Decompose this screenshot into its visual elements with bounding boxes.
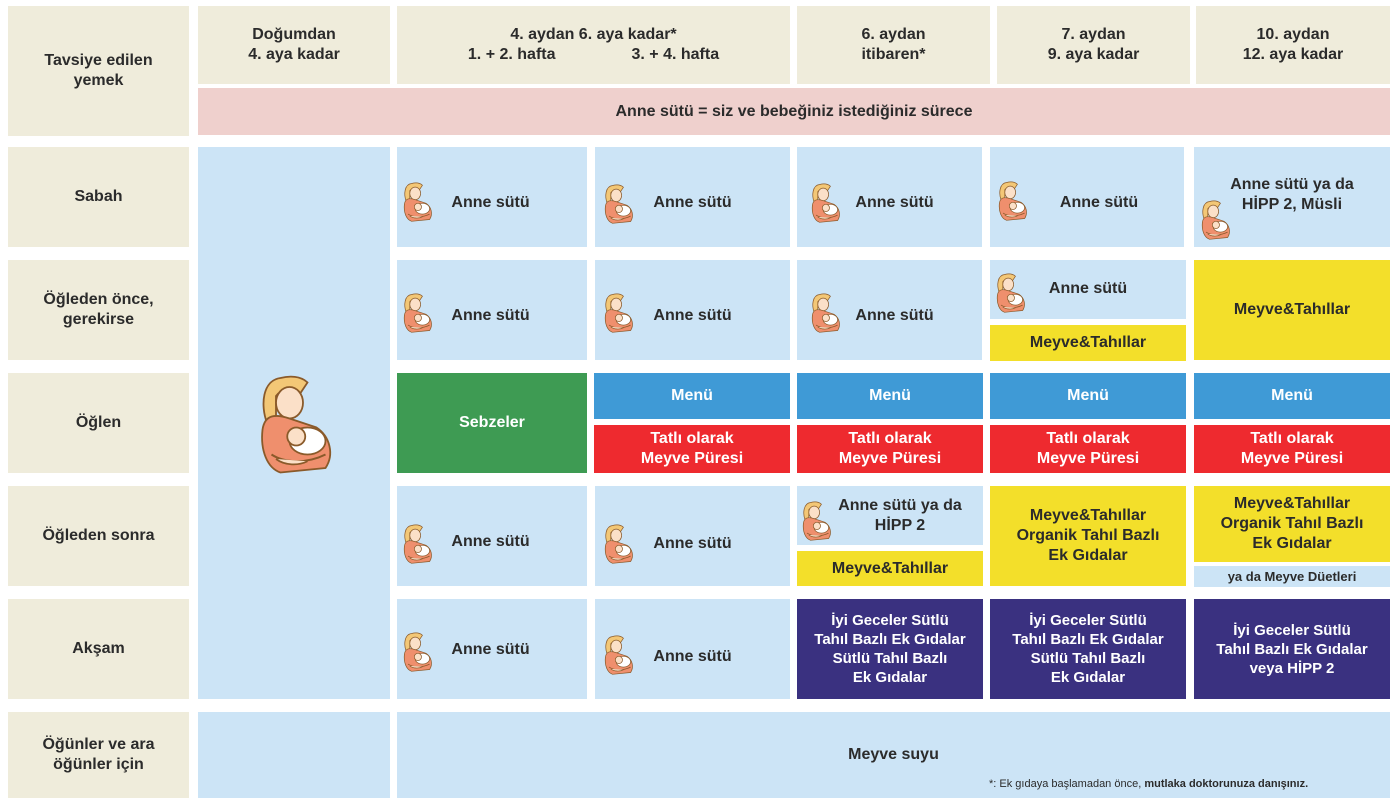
breastfeeding-mother-icon	[399, 290, 435, 335]
cell-sabah-from-6-months: Anne sütü	[797, 147, 982, 247]
cell-ogleden-sonra-weeks-3-4: Anne sütü	[595, 486, 790, 586]
column-header-10-to-12-months: 10. aydan 12. aya kadar	[1196, 6, 1390, 84]
cell-sabah-7-to-9-months: Anne sütü	[990, 147, 1184, 247]
row-label-ara-ogunler: Öğünler ve ara öğünler için	[8, 712, 189, 798]
cell-text: Anne sütü	[855, 194, 934, 211]
column-header-birth-to-4-months: Doğumdan 4. aya kadar	[198, 6, 390, 84]
cell-sabah-weeks-3-4: Anne sütü	[595, 147, 790, 247]
breastfeeding-mother-icon	[249, 369, 339, 477]
cell-ogleden-sonra-from-6-months: Anne sütü ya da HİPP 2	[797, 486, 983, 545]
cell-oglen-tatli-weeks-3-4: Tatlı olarak Meyve Püresi	[594, 425, 790, 473]
row-label-oglen: Öğlen	[8, 373, 189, 473]
cell-aksam-weeks-3-4: Anne sütü	[595, 599, 790, 699]
column-header-4-to-6-months: 4. aydan 6. aya kadar* 1. + 2. hafta 3. …	[397, 6, 790, 84]
breastfeeding-mother-icon	[994, 178, 1030, 223]
cell-ogleden-sonra-10-to-12-duetler: ya da Meyve Düetleri	[1194, 566, 1390, 587]
breastfeeding-mother-icon	[807, 180, 843, 225]
cell-text: Anne sütü	[653, 535, 732, 552]
breastfeeding-mother-icon	[399, 521, 435, 566]
cell-text: Anne sütü	[451, 307, 530, 324]
breastfeeding-mother-icon	[807, 290, 843, 335]
column-header-4-to-6-title: 4. aydan 6. aya kadar*	[510, 26, 677, 43]
cell-oglen-tatli-7-to-9-months: Tatlı olarak Meyve Püresi	[990, 425, 1186, 473]
footnote: *: Ek gıdaya başlamadan önce, mutlaka do…	[989, 778, 1308, 790]
cell-text: Anne sütü	[451, 194, 530, 211]
breastfeeding-mother-icon	[600, 181, 636, 226]
breastfeeding-only-panel	[198, 147, 390, 699]
cell-ogleden-once-weeks-3-4: Anne sütü	[595, 260, 790, 360]
column-header-7-to-9-months: 7. aydan 9. aya kadar	[997, 6, 1190, 84]
cell-ogleden-sonra-from-6-meyve: Meyve&Tahıllar	[797, 551, 983, 586]
cell-ogleden-once-7-to-9-meyve: Meyve&Tahıllar	[990, 325, 1186, 361]
header-corner: Tavsiye edilen yemek	[8, 6, 189, 136]
cell-sabah-10-to-12-months: Anne sütü ya da HİPP 2, Müsli	[1194, 147, 1390, 247]
cell-oglen-sebzeler: Sebzeler	[397, 373, 587, 473]
breastfeeding-mother-icon	[399, 629, 435, 674]
breastfeeding-mother-icon	[600, 290, 636, 335]
cell-text: Anne sütü	[653, 307, 732, 324]
cell-ogleden-sonra-10-to-12-meyve-organik: Meyve&Tahıllar Organik Tahıl Bazlı Ek Gı…	[1194, 486, 1390, 562]
column-header-weeks-1-2: 1. + 2. hafta	[467, 46, 556, 63]
cell-ogleden-once-7-to-9-months: Anne sütü	[990, 260, 1186, 319]
cell-aksam-weeks-1-2: Anne sütü	[397, 599, 587, 699]
breastfeeding-mother-icon	[600, 521, 636, 566]
column-header-weeks-3-4: 3. + 4. hafta	[631, 46, 720, 63]
cell-oglen-menu-10-to-12-months: Menü	[1194, 373, 1390, 419]
cell-text: Anne sütü	[1048, 279, 1128, 297]
cell-text: Anne sütü ya da HİPP 2, Müsli	[1230, 176, 1354, 213]
cell-text: Anne sütü	[653, 648, 732, 665]
row-label-ogleden-once: Öğleden önce, gerekirse	[8, 260, 189, 360]
cell-oglen-tatli-from-6-months: Tatlı olarak Meyve Püresi	[797, 425, 983, 473]
cell-aksam-7-to-9-months: İyi Geceler Sütlü Tahıl Bazlı Ek Gıdalar…	[990, 599, 1186, 699]
cell-ogleden-once-weeks-1-2: Anne sütü	[397, 260, 587, 360]
cell-sabah-weeks-1-2: Anne sütü	[397, 147, 587, 247]
footnote-bold: mutlaka doktorunuza danışınız.	[1144, 778, 1309, 790]
cell-text: Anne sütü	[653, 194, 732, 211]
cell-oglen-menu-weeks-3-4: Menü	[594, 373, 790, 419]
cell-text: Anne sütü	[451, 533, 530, 550]
column-header-from-6-months: 6. aydan itibaren*	[797, 6, 990, 84]
cell-ogleden-once-10-to-12-meyve: Meyve&Tahıllar	[1194, 260, 1390, 360]
row-label-sabah: Sabah	[8, 147, 189, 247]
breastfeeding-banner: Anne sütü = siz ve bebeğiniz istediğiniz…	[198, 88, 1390, 135]
footnote-prefix: *: Ek gıdaya başlamadan önce,	[989, 778, 1145, 790]
breastfeeding-mother-icon	[399, 179, 435, 224]
cell-text: Anne sütü ya da HİPP 2	[838, 496, 962, 534]
cell-ogleden-sonra-weeks-1-2: Anne sütü	[397, 486, 587, 586]
cell-ogleden-once-from-6-months: Anne sütü	[797, 260, 982, 360]
breastfeeding-mother-icon	[1197, 197, 1233, 242]
cell-text: Anne sütü	[855, 307, 934, 324]
breastfeeding-mother-icon	[600, 632, 636, 677]
cell-ogleden-sonra-7-to-9-meyve-organik: Meyve&Tahıllar Organik Tahıl Bazlı Ek Gı…	[990, 486, 1186, 586]
cell-aksam-from-6-months: İyi Geceler Sütlü Tahıl Bazlı Ek Gıdalar…	[797, 599, 983, 699]
cell-text: Anne sütü	[1059, 194, 1139, 211]
cell-ara-meyve-suyu: Meyve suyu	[397, 712, 1390, 798]
cell-oglen-tatli-10-to-12-months: Tatlı olarak Meyve Püresi	[1194, 425, 1390, 473]
breastfeeding-mother-icon	[798, 498, 834, 543]
cell-aksam-10-to-12-months: İyi Geceler Sütlü Tahıl Bazlı Ek Gıdalar…	[1194, 599, 1390, 699]
snack-empty-cell	[198, 712, 390, 798]
cell-oglen-menu-7-to-9-months: Menü	[990, 373, 1186, 419]
cell-text: Anne sütü	[451, 641, 530, 658]
row-label-ogleden-sonra: Öğleden sonra	[8, 486, 189, 586]
cell-oglen-menu-from-6-months: Menü	[797, 373, 983, 419]
breastfeeding-mother-icon	[992, 270, 1028, 315]
row-label-aksam: Akşam	[8, 599, 189, 699]
